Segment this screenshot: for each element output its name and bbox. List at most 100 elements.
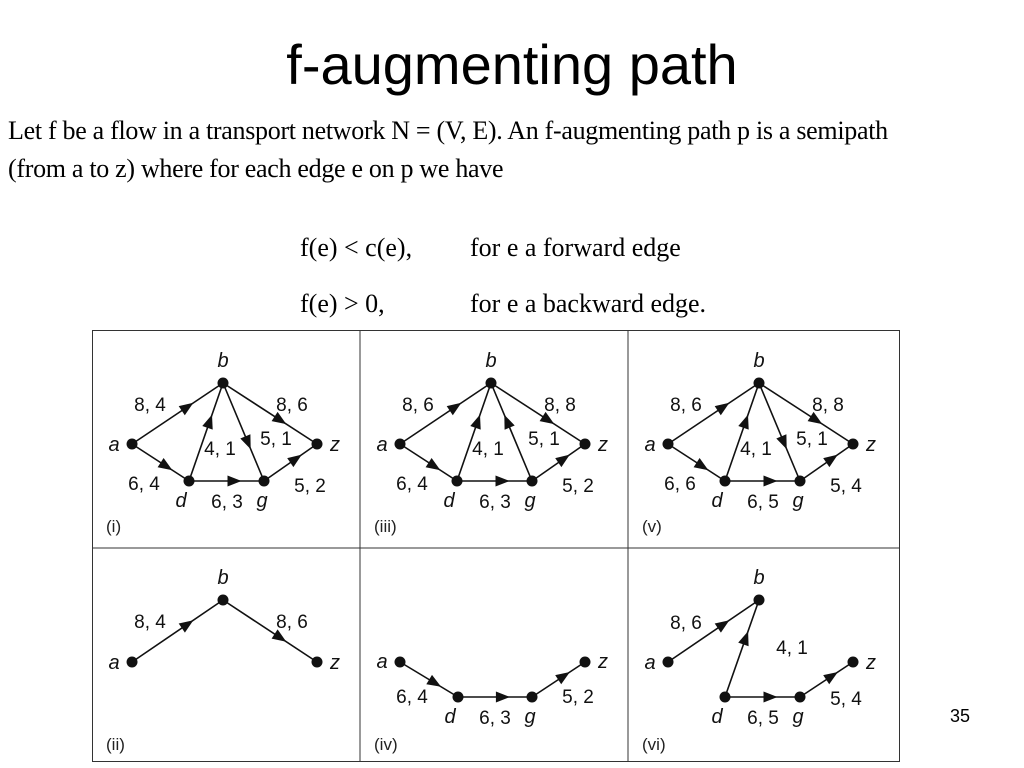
edge-d-g-label: 6, 5 — [747, 492, 779, 513]
vertex-d-label: d — [711, 490, 723, 512]
panel-label: (i) — [106, 517, 121, 536]
panel-label: (vi) — [642, 735, 666, 754]
edge-g-z-label: 5, 4 — [830, 476, 862, 497]
vertex-b — [753, 377, 765, 389]
edge-d-g-label: 6, 3 — [479, 492, 511, 513]
vertex-g — [526, 475, 538, 487]
vertex-a — [126, 656, 138, 668]
edge-d-b-label: 4, 1 — [204, 439, 236, 460]
vertex-d-label: d — [711, 706, 723, 728]
edge-a-d-arrow — [425, 458, 441, 471]
edge-a-b — [131, 599, 224, 663]
edge-d-g-arrow — [763, 475, 778, 487]
edge-b-z — [758, 382, 854, 445]
vertex-g — [526, 691, 538, 703]
vertex-a — [662, 656, 674, 668]
augmenting-conditions: f(e) < c(e), for e a forward edge f(e) >… — [300, 220, 706, 332]
edge-d-g-label: 6, 3 — [479, 708, 511, 729]
edge-b-z — [490, 382, 586, 445]
network-figure: 8, 4 8, 6 6, 4 4, 1 5, 1 6, 3 5, 2 a b d g z (i) 8, 6… — [92, 330, 900, 762]
edge-g-b-label: 5, 1 — [528, 429, 560, 450]
edge-b-g — [222, 382, 265, 482]
vertex-b-label: b — [753, 350, 764, 372]
vertex-z — [311, 656, 323, 668]
panel-label: (iii) — [374, 517, 397, 536]
vertex-z-label: z — [597, 651, 608, 673]
edge-b-z — [222, 599, 318, 663]
edge-d-b-arrow — [202, 414, 213, 430]
edge-d-b-label: 4, 1 — [740, 439, 772, 460]
edge-a-d-arrow — [157, 458, 173, 471]
slide-title: f-augmenting path — [286, 33, 738, 96]
vertex-a — [394, 438, 406, 450]
vertex-d — [451, 475, 463, 487]
edge-g-z-label: 5, 2 — [294, 476, 326, 497]
vertex-g — [794, 691, 806, 703]
edge-a-d-label: 6, 6 — [664, 474, 696, 495]
vertex-a-label: a — [376, 651, 387, 673]
edge-d-b-arrow — [738, 631, 749, 647]
edge-b-z-label: 8, 6 — [276, 612, 308, 633]
edge-a-b — [667, 382, 760, 445]
vertex-d-label: d — [443, 490, 455, 512]
edge-a-b-label: 8, 6 — [670, 395, 702, 416]
edge-d-g-arrow — [495, 691, 510, 703]
vertex-a — [126, 438, 138, 450]
edge-a-d — [399, 443, 458, 482]
edge-a-b — [131, 382, 224, 445]
vertex-a — [394, 656, 406, 668]
edge-a-b-arrow — [178, 620, 194, 633]
condition-forward: f(e) < c(e), for e a forward edge — [300, 220, 706, 276]
edge-a-b-arrow — [714, 620, 730, 633]
edge-d-b — [456, 382, 492, 482]
edge-a-b-label: 8, 4 — [134, 395, 166, 416]
page-number: 35 — [949, 706, 970, 726]
vertex-b-label: b — [753, 567, 764, 589]
edge-g-z-label: 5, 2 — [562, 476, 594, 497]
edge-d-b — [188, 382, 224, 482]
edge-a-b — [399, 382, 492, 445]
condition-backward-expression: f(e) > 0, — [300, 289, 385, 318]
edge-b-g-label: 5, 1 — [796, 429, 828, 450]
edge-b-z-arrow — [271, 629, 287, 642]
vertex-z-label: z — [597, 434, 608, 456]
edge-a-b-arrow — [178, 402, 194, 416]
edge-a-b-arrow — [446, 402, 462, 416]
edge-g-b-arrow — [504, 414, 515, 430]
vertex-g — [794, 475, 806, 487]
vertex-b — [753, 594, 765, 606]
edge-g-z-arrow — [555, 672, 570, 685]
edge-a-d-label: 6, 4 — [396, 687, 428, 708]
definition-line-2: (from a to z) where for each edge e on p… — [8, 154, 504, 183]
edge-b-g-arrow — [776, 434, 787, 450]
edge-d-b — [724, 599, 760, 698]
vertex-b-label: b — [485, 350, 496, 372]
edge-a-d-arrow — [693, 458, 709, 471]
edge-d-g-arrow — [227, 475, 242, 487]
edge-d-g-arrow — [763, 691, 778, 703]
edge-a-d-arrow — [426, 674, 442, 687]
vertex-g-label: g — [524, 490, 535, 512]
edge-b-z-arrow — [539, 411, 555, 425]
edge-b-g-label: 5, 1 — [260, 429, 292, 450]
edge-d-b-arrow — [738, 414, 749, 430]
vertex-d — [719, 475, 731, 487]
vertex-z — [579, 656, 591, 668]
vertex-d — [183, 475, 195, 487]
edge-d-b — [724, 382, 760, 482]
edge-d-b-arrow — [470, 414, 481, 430]
edge-d-g-label: 6, 3 — [211, 492, 243, 513]
vertex-a-label: a — [644, 434, 655, 456]
edge-a-d — [667, 443, 726, 482]
vertex-b — [217, 594, 229, 606]
edge-a-d — [131, 443, 190, 482]
figure-frame — [92, 330, 900, 762]
definition-line-1: Let f be a flow in a transport network N… — [8, 116, 888, 145]
vertex-a — [662, 438, 674, 450]
edge-g-z-arrow — [823, 454, 838, 468]
condition-forward-text: for e a forward edge — [470, 233, 681, 262]
